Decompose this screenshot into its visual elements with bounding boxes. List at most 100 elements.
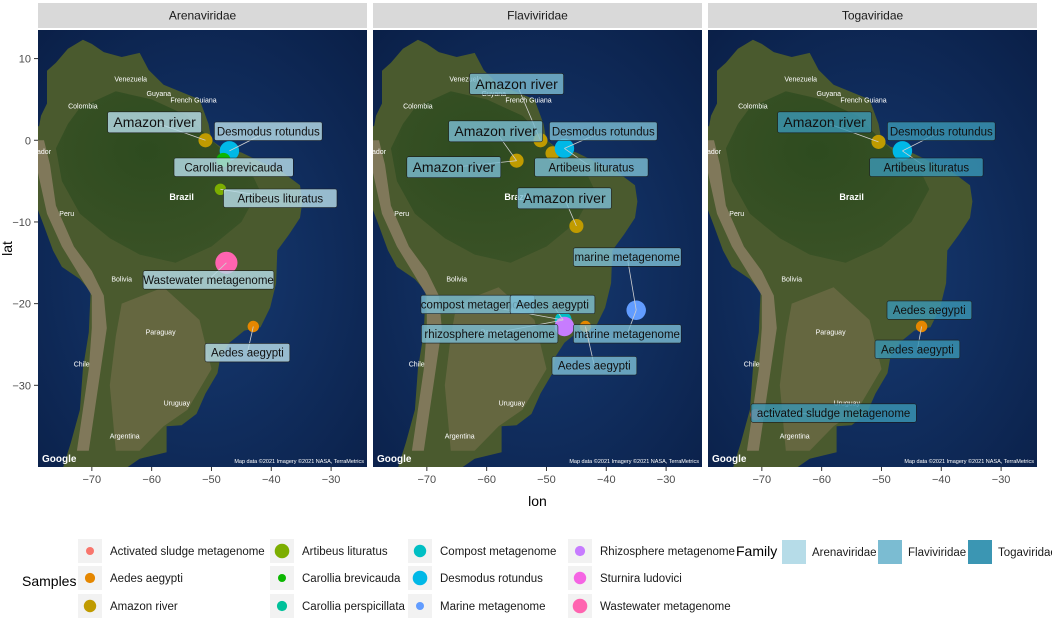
legend-key-point (83, 599, 97, 613)
label-box (573, 247, 682, 267)
family-legend-entry: Flaviviridae (908, 547, 966, 559)
x-tick-label: −40 (597, 474, 616, 486)
label-box (750, 403, 917, 423)
facet-panel-togaviridae: TogaviridaeVenezuelaColombiaGuyanaFrench… (695, 3, 1037, 467)
legend-key-point (84, 572, 96, 584)
facet-panel-arenaviridae: ArenaviridaeVenezuelaColombiaGuyanaFrenc… (38, 3, 367, 467)
map-country-label: Colombia (738, 103, 768, 110)
point-label: Artibeus lituratus (237, 193, 323, 205)
label-box (886, 300, 973, 320)
map-country-label: Paraguay (816, 330, 846, 337)
map-country-label: Chile (409, 362, 425, 369)
samples-legend-entry: Wastewater metagenome (600, 601, 731, 613)
samples-legend-entry: Desmodus rotundus (440, 573, 543, 585)
legend-key-point (416, 602, 424, 610)
label-box (448, 120, 543, 143)
point-label: Amazon river (523, 190, 606, 206)
label-box (887, 121, 996, 141)
map-country-label: Ecuador (695, 149, 722, 156)
label-box (517, 187, 612, 210)
point-label: Amazon river (113, 114, 196, 130)
data-point (554, 316, 575, 337)
map-attribution: Map data ©2021 Imagery ©2021 NASA, Terra… (569, 458, 699, 465)
legend-key-point (574, 545, 586, 557)
label-box (406, 156, 502, 178)
map-country-label: Colombia (403, 103, 433, 110)
samples-legend-title: Samples (22, 573, 76, 589)
point-label: Desmodus rotundus (890, 126, 993, 138)
x-tick-label: −30 (992, 474, 1011, 486)
label-box (107, 111, 202, 134)
label-box (173, 157, 294, 177)
google-logo: Google (377, 454, 412, 465)
map-attribution: Map data ©2021 Imagery ©2021 NASA, Terra… (234, 458, 364, 465)
label-box (421, 324, 559, 344)
label-box (777, 111, 872, 134)
label-box (551, 356, 638, 376)
label-box (869, 157, 984, 177)
samples-legend-entry: Aedes aegypti (110, 573, 183, 585)
map-country-label: Chile (74, 362, 90, 369)
samples-legend-entry: Marine metagenome (440, 601, 545, 613)
x-tick-label: −40 (932, 474, 951, 486)
legend-key-point (86, 547, 94, 555)
family-legend-swatch (782, 540, 806, 564)
facet-strip (708, 3, 1037, 28)
facet-panel-flaviviridae: FlaviviridaeVenezuelaColombiaGuyanaFrenc… (360, 3, 702, 467)
map-country-label: Peru (59, 211, 74, 218)
samples-legend-entry: Artibeus lituratus (302, 546, 388, 558)
x-tick-label: −50 (202, 474, 221, 486)
y-tick-label: −10 (12, 217, 31, 229)
label-box (204, 343, 291, 363)
point-label: Desmodus rotundus (552, 126, 655, 138)
legend-key-point (274, 543, 290, 559)
x-tick-label: −30 (322, 474, 341, 486)
family-legend-swatch (878, 540, 902, 564)
map-country-label: Argentina (780, 433, 810, 440)
map-country-label: Argentina (110, 433, 140, 440)
map-country-label: Ecuador (360, 149, 387, 156)
facet-strip-label: Togaviridae (842, 9, 904, 23)
samples-legend-entry: Activated sludge metagenome (110, 546, 265, 558)
label-box (549, 121, 658, 141)
x-axis-title: lon (528, 493, 547, 509)
map-country-label: Brazil (169, 192, 194, 202)
map-country-label: Peru (729, 211, 744, 218)
map-country-label: Uruguay (499, 401, 526, 408)
samples-legend-entry: Rhizosphere metagenome (600, 546, 735, 558)
x-tick-label: −60 (812, 474, 831, 486)
point-label: compost metagenome (421, 300, 535, 312)
point-label: rhizosphere metagenome (424, 329, 554, 341)
facet-strip-label: Flaviviridae (507, 9, 568, 23)
point-label: Artibeus lituratus (883, 162, 969, 174)
label-box (534, 157, 649, 177)
x-tick-label: −60 (477, 474, 496, 486)
point-label: Desmodus rotundus (217, 126, 320, 138)
y-tick-label: −20 (12, 299, 31, 311)
point-label: activated sludge metagenome (757, 408, 910, 420)
label-box (214, 121, 323, 141)
label-box (573, 324, 682, 344)
map-country-label: Uruguay (164, 401, 191, 408)
google-logo: Google (712, 454, 747, 465)
point-label: Artibeus lituratus (548, 162, 634, 174)
legend-key-point (412, 570, 428, 586)
map-country-label: Venezuela (449, 77, 482, 84)
map-country-label: Brazil (504, 192, 529, 202)
map-country-label: Bolivia (781, 277, 802, 284)
family-legend-entry: Togaviridae (998, 547, 1052, 559)
family-legend-entry: Arenaviridae (812, 547, 877, 559)
map-country-label: Bolivia (446, 277, 467, 284)
map-country-label: Guyana (147, 91, 172, 98)
map-country-label: Colombia (68, 103, 98, 110)
point-label: marine metagenome (574, 329, 679, 341)
point-label: Amazon river (783, 114, 866, 130)
family-legend-swatch (968, 540, 992, 564)
y-tick-label: −30 (12, 380, 31, 392)
label-box (142, 270, 275, 290)
point-label: Amazon river (475, 76, 558, 92)
